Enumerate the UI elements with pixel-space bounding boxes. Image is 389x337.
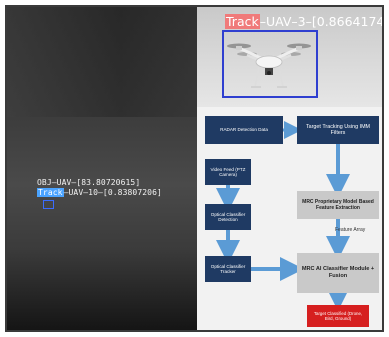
flow-node-optical-detection: Optical Classifier Detection [205,204,251,230]
flow-node-feature-extraction: MRC Proprietary Model Based Feature Extr… [297,191,379,219]
drone-track-highlight: Track [225,14,260,29]
drone-bounding-box [222,30,318,98]
obj-detection-label: OBJ–UAV–[83.80720615] [37,178,141,187]
drone-track-title: Track–UAV–3–[0.86641747] [225,14,384,29]
track-detection-label: Track–UAV–10–[0.83807206] [37,188,162,197]
flow-node-ai-classifier: MRC AI Classifier Module + Fusion [297,253,379,293]
feed-background-band [7,7,197,117]
track-highlight: Track [37,188,64,197]
flow-node-imm-tracking: Target Tracking Using IMM Filters [297,116,379,144]
camera-feed-left: OBJ–UAV–[83.80720615] Track–UAV–10–[0.83… [7,7,197,330]
target-bounding-box [43,200,54,209]
screenshot-frame: OBJ–UAV–[83.80720615] Track–UAV–10–[0.83… [5,5,384,332]
drone-track-title-rest: –UAV–3–[0.86641747] [259,14,384,29]
flow-node-optical-tracker: Optical Classifier Tracker [205,256,251,282]
right-panel: Track–UAV–3–[0.86641747] [197,7,382,330]
flow-node-video-feed: Video Feed (PTZ Camera) [205,159,251,185]
flowchart-arrows [216,121,350,311]
flow-node-radar: RADAR Detection Data [205,116,283,144]
feature-array-label: Feature Array [335,227,366,233]
drone-icon [227,43,311,88]
track-detection-rest: –UAV–10–[0.83807206] [63,188,162,197]
flow-node-target-classified: Target Classified (Drone, Bird, Ground) [307,305,369,327]
